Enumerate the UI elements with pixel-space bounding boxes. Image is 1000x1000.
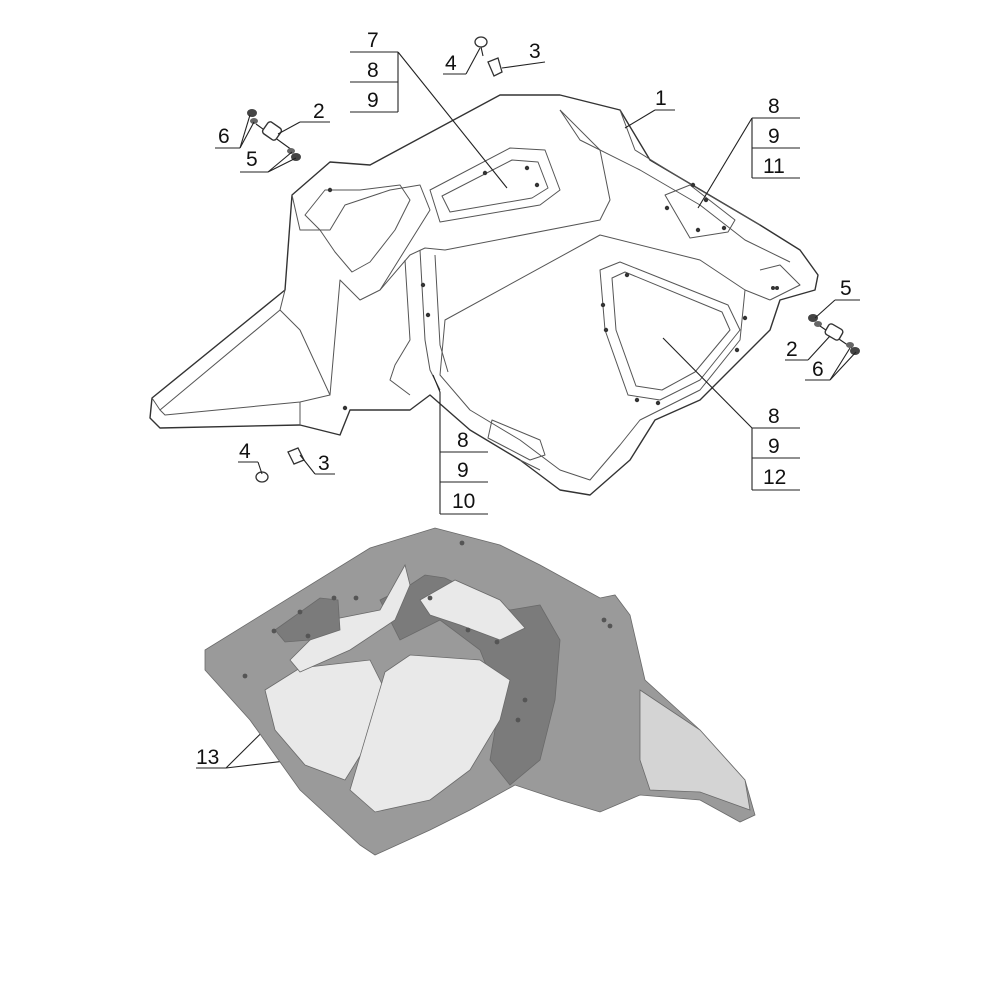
hardware-bottom-left	[255, 447, 305, 483]
fender-right-edge	[744, 264, 801, 301]
fender-outline	[149, 94, 819, 496]
hardware-right	[808, 314, 860, 355]
stack-bottom-center-0: 8	[457, 429, 469, 452]
stack-top-right-1: 9	[768, 125, 780, 148]
bracket-icon	[261, 121, 283, 141]
callout-3-bottom: 3	[318, 452, 330, 475]
fender-right-window-inner	[611, 271, 731, 391]
hardware-top-left	[247, 109, 301, 161]
underside-holes	[242, 540, 613, 723]
washer-icon	[846, 342, 854, 348]
plug-icon	[487, 57, 503, 77]
stack-bottom-center-1: 9	[457, 459, 469, 482]
stack-top-center-2: 9	[367, 89, 379, 112]
washer-icon	[250, 118, 258, 124]
callout-1: 1	[655, 87, 667, 110]
leader-lines	[196, 47, 860, 769]
underside-bracket	[274, 597, 341, 643]
fender-top-ridge	[559, 109, 791, 263]
stack-top-center-0: 7	[367, 29, 379, 52]
fender-mounting-holes	[327, 165, 779, 411]
fender-lower-tab	[487, 419, 546, 471]
fender-shaded-underside	[204, 527, 756, 856]
screw-icon	[255, 471, 269, 483]
nut-icon	[850, 347, 860, 355]
fender-right-window	[599, 261, 741, 401]
fender-center-pocket	[429, 147, 561, 223]
fender-left-tower-inner	[304, 184, 411, 273]
callout-4-top: 4	[445, 52, 457, 75]
plug-icon	[287, 447, 305, 465]
washer-icon	[814, 321, 822, 327]
callout-5-right: 5	[840, 277, 852, 300]
fender-center-channel	[379, 109, 611, 291]
fender-left-tower	[291, 184, 431, 396]
stack-bottom-center-2: 10	[452, 490, 475, 513]
callout-4-bottom: 4	[239, 440, 251, 463]
washer-icon	[287, 148, 295, 154]
callout-13: 13	[196, 746, 219, 769]
stack-top-center-1: 8	[367, 59, 379, 82]
callout-6-top-left: 6	[218, 125, 230, 148]
stack-mid-right-1: 9	[768, 435, 780, 458]
fender-top-right-plate	[664, 184, 736, 239]
callout-6-right: 6	[812, 358, 824, 381]
callout-5-top-left: 5	[246, 148, 258, 171]
callout-3-top: 3	[529, 40, 541, 63]
callout-labels: 1 2 6 5 4 3 4 3 5 2 6 13 7 8 9 8 9 11 8 …	[196, 29, 852, 769]
underside-panel-top-center	[419, 579, 526, 641]
fender-center-pocket-inner	[441, 159, 549, 213]
nut-icon	[247, 109, 257, 117]
callout-2-top-left: 2	[313, 100, 325, 123]
fender-left-wing-edge	[151, 289, 301, 425]
underside-panel-top-left	[289, 563, 411, 673]
underside-right-wing	[639, 689, 751, 811]
fender-trough-2	[389, 259, 411, 396]
callout-2-right: 2	[786, 338, 798, 361]
nut-icon	[808, 314, 818, 322]
hardware-top-center	[474, 36, 503, 77]
underside-panel-center	[349, 654, 511, 813]
fender-right-panel	[439, 234, 746, 481]
stack-mid-right-0: 8	[768, 405, 780, 428]
stack-top-right-2: 11	[763, 155, 785, 178]
stack-mid-right-2: 12	[763, 466, 786, 489]
screw-icon	[474, 36, 488, 48]
stack-top-right-0: 8	[768, 95, 780, 118]
